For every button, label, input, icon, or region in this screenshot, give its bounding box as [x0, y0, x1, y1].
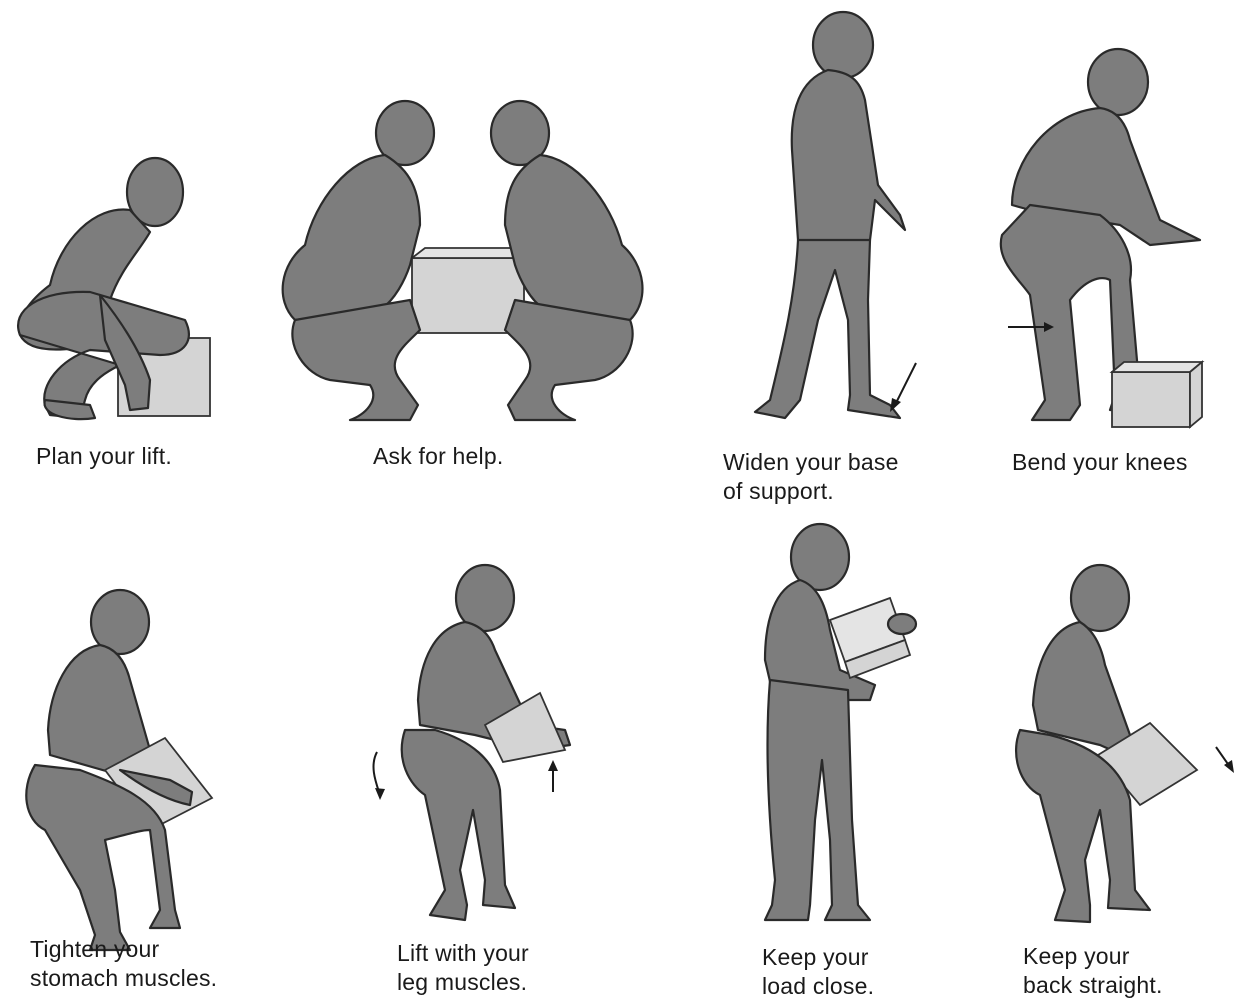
panel-keep-back-straight: Keep your back straight.	[990, 540, 1243, 997]
panel-lift-with-legs: Lift with your leg muscles.	[355, 530, 655, 997]
caption-line: Ask for help.	[373, 442, 503, 471]
panel-keep-load-close: Keep your load close.	[730, 520, 990, 997]
panel-tighten-stomach: Tighten your stomach muscles.	[0, 530, 300, 997]
panel-bend-knees: Bend your knees	[990, 0, 1243, 480]
caption-line: Keep your	[1023, 942, 1163, 971]
panel-widen-base: Widen your base of support.	[700, 0, 990, 500]
caption-line: stomach muscles.	[30, 964, 217, 993]
caption-line: Widen your base	[723, 448, 899, 477]
lifting-with-legs-illustration	[355, 530, 655, 997]
standing-wide-stance-illustration	[700, 0, 990, 500]
caption-line: of support.	[723, 477, 899, 506]
caption-widen-base: Widen your base of support.	[723, 448, 899, 506]
tightening-stomach-illustration	[0, 530, 300, 997]
caption-ask-for-help: Ask for help.	[373, 442, 503, 471]
caption-plan-your-lift: Plan your lift.	[36, 442, 172, 471]
squatting-figure-illustration	[0, 0, 300, 480]
caption-line: leg muscles.	[397, 968, 529, 997]
caption-line: Tighten your	[30, 935, 217, 964]
panel-ask-for-help: Ask for help.	[270, 0, 670, 480]
caption-keep-load-close: Keep your load close.	[762, 943, 874, 1001]
caption-line: back straight.	[1023, 971, 1163, 1000]
caption-line: Keep your	[762, 943, 874, 972]
straight-back-lift-illustration	[990, 540, 1243, 997]
caption-line: Bend your knees	[1012, 448, 1188, 477]
caption-keep-back-straight: Keep your back straight.	[1023, 942, 1163, 1000]
caption-line: Lift with your	[397, 939, 529, 968]
caption-line: Plan your lift.	[36, 442, 172, 471]
bending-knees-illustration	[990, 0, 1243, 480]
caption-bend-knees: Bend your knees	[1012, 448, 1188, 477]
two-person-lift-illustration	[270, 0, 670, 480]
panel-plan-your-lift: Plan your lift.	[0, 0, 300, 480]
carrying-load-close-illustration	[730, 520, 990, 997]
caption-lift-with-legs: Lift with your leg muscles.	[397, 939, 529, 997]
caption-tighten-stomach: Tighten your stomach muscles.	[30, 935, 217, 993]
